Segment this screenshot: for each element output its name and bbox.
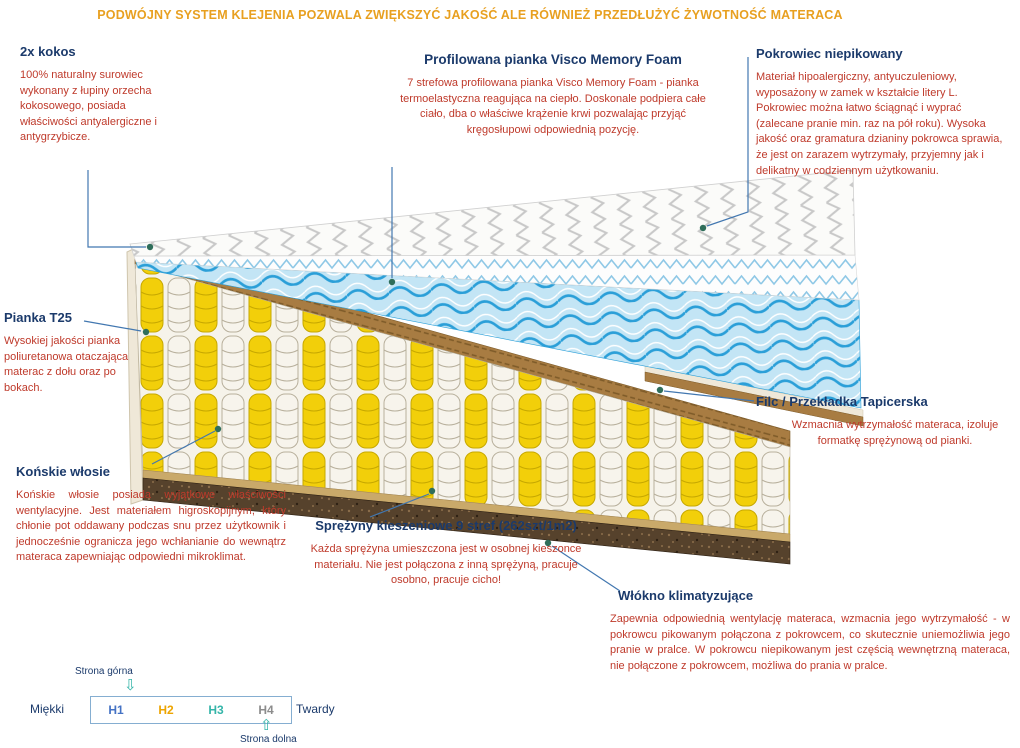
section-sprezyny: Sprężyny kieszeniowe 9 stref (262szt/1m2… [296, 518, 596, 589]
soft-label: Miękki [30, 702, 65, 716]
section-kokos-body: 100% naturalny surowiec wykonany z łupin… [20, 69, 157, 144]
section-filc-title: Filc / Przekładka Tapicerska [756, 394, 928, 409]
section-sprezyny-body: Każda sprężyna umieszczona jest w osobne… [310, 543, 582, 587]
hard-label: Twardy [296, 702, 335, 716]
section-pianka-t25: Pianka T25 Wysokiej jakości pianka poliu… [4, 310, 136, 396]
firmness-level-h4: H4 [258, 703, 274, 717]
section-wlokno-body: Zapewnia odpowiednią wentylację materaca… [610, 613, 1010, 672]
section-visco: Profilowana pianka Visco Memory Foam 7 s… [388, 52, 718, 138]
section-filc-body: Wzmacnia wytrzymałość materaca, izoluje … [791, 419, 999, 447]
section-kokos-title: 2x kokos [20, 44, 76, 59]
section-kokos: 2x kokos 100% naturalny surowiec wykonan… [20, 44, 182, 146]
section-visco-title: Profilowana pianka Visco Memory Foam [424, 52, 682, 67]
section-konskie-wlosie-body: Końskie włosie posiada wyjątkowe właściw… [16, 489, 286, 564]
section-pianka-t25-title: Pianka T25 [4, 310, 72, 325]
down-arrow-icon: ⇩ [124, 676, 137, 694]
section-pokrowiec: Pokrowiec niepikowany Materiał hipoalerg… [756, 46, 1008, 179]
mattress-illustration [126, 169, 864, 565]
section-sprezyny-title: Sprężyny kieszeniowe 9 stref (262szt/1m2… [315, 518, 577, 533]
firmness-level-h2: H2 [158, 703, 174, 717]
section-pokrowiec-title: Pokrowiec niepikowany [756, 46, 903, 61]
section-wlokno: Włókno klimatyzujące Zapewnia odpowiedni… [610, 588, 1010, 674]
firmness-level-h1: H1 [108, 703, 124, 717]
up-arrow-icon: ⇧ [260, 716, 273, 734]
section-filc: Filc / Przekładka Tapicerska Wzmacnia wy… [756, 394, 1008, 449]
section-visco-body: 7 strefowa profilowana pianka Visco Memo… [400, 77, 706, 136]
quilted-top-layer [129, 169, 856, 257]
section-wlokno-title: Włókno klimatyzujące [618, 588, 754, 603]
bottom-side-label: Strona dolna [240, 734, 297, 745]
section-pianka-t25-body: Wysokiej jakości pianka poliuretanowa ot… [4, 335, 129, 394]
firmness-levels-box: H1 H2 H3 H4 [90, 696, 292, 724]
firmness-level-h3: H3 [208, 703, 224, 717]
section-konskie-wlosie-title: Końskie włosie [16, 464, 110, 479]
top-side-label: Strona górna [75, 666, 133, 677]
section-pokrowiec-body: Materiał hipoalergiczny, antyuczuleniowy… [756, 71, 1003, 177]
base-board-layer [142, 477, 791, 565]
section-konskie-wlosie: Końskie włosie Końskie włosie posiada wy… [16, 464, 286, 566]
page-title: PODWÓJNY SYSTEM KLEJENIA POZWALA ZWIĘKSZ… [97, 8, 843, 22]
